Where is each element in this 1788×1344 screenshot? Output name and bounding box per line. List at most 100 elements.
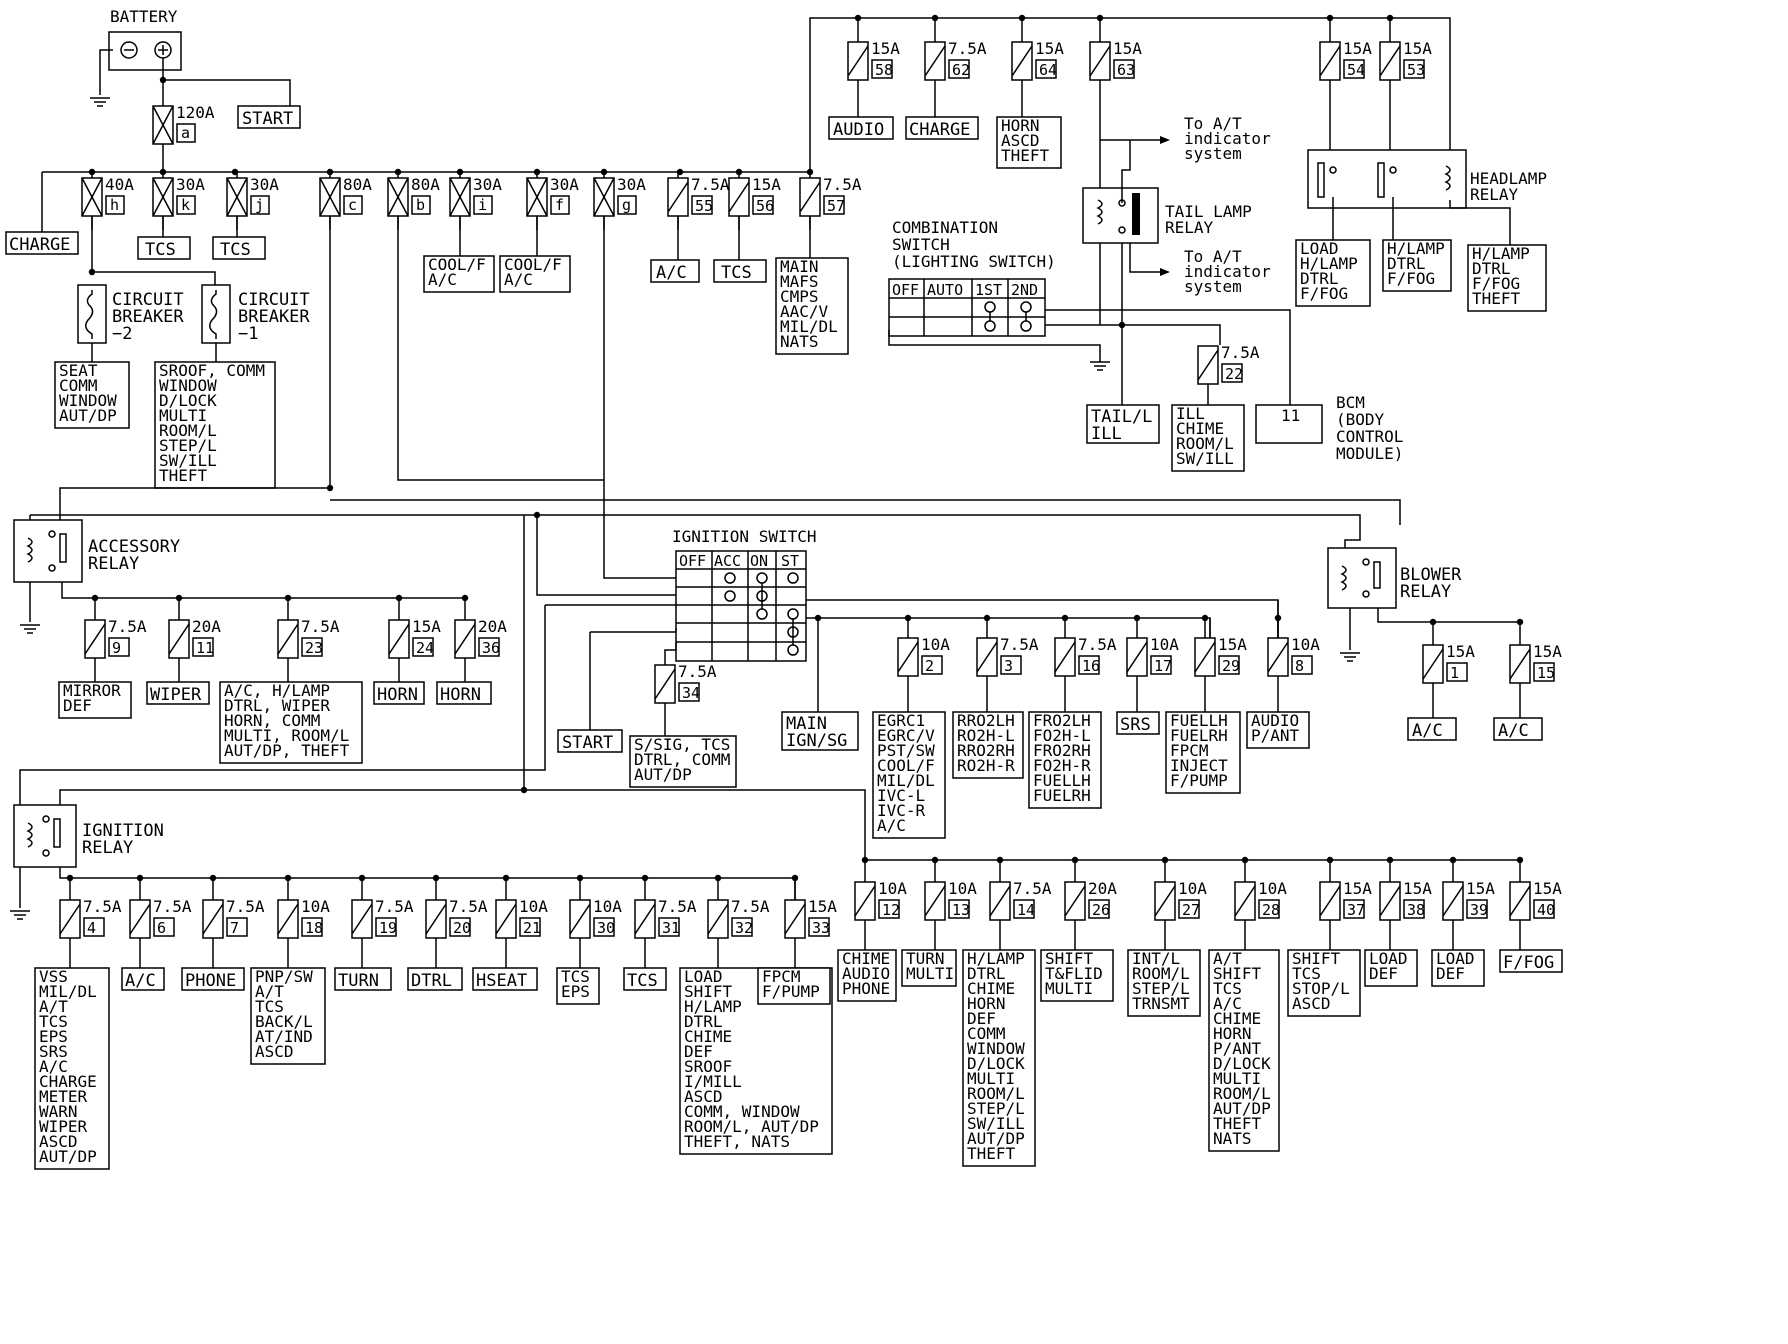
load-label: DTRL xyxy=(684,1012,723,1031)
label: WIPER xyxy=(150,685,202,705)
to-at-label: indicator xyxy=(1184,262,1271,281)
fuse-number: 39 xyxy=(1470,901,1488,919)
to-at-label: indicator xyxy=(1184,129,1271,148)
load-label: CHIME xyxy=(1176,419,1224,438)
load-label: FUELLH xyxy=(1033,771,1091,790)
load-label: FO2H-L xyxy=(1033,726,1091,745)
fuse-letter: g xyxy=(622,196,631,214)
load-label: COMM, WINDOW xyxy=(684,1102,800,1121)
headlamp-relay-label: HEADLAMP xyxy=(1470,169,1547,188)
ground-icon xyxy=(20,624,40,634)
load-label: FPCM xyxy=(1170,741,1209,760)
accessory-relay-label: ACCESSORY xyxy=(88,537,180,557)
load-label: MAFS xyxy=(780,272,819,291)
load-label: DTRL xyxy=(967,964,1006,983)
combination-switch-label: (LIGHTING SWITCH) xyxy=(892,252,1056,271)
load-label: IVC-R xyxy=(877,801,926,820)
tail-lamp-relay-label: RELAY xyxy=(1165,218,1214,237)
load-box xyxy=(54,361,130,429)
load-label: FRO2LH xyxy=(1033,711,1091,730)
fuse-number: 57 xyxy=(827,197,845,215)
load-label: A/C xyxy=(39,1057,68,1076)
fuse-rating: 10A xyxy=(593,897,622,916)
load-label: S/SIG, TCS xyxy=(634,735,730,754)
fuse-rating: 7.5A xyxy=(108,617,147,636)
load-label: F/FOG xyxy=(1387,269,1435,288)
label: TCS xyxy=(721,263,752,283)
load-box xyxy=(1127,949,1201,1017)
load-label: DEF xyxy=(684,1042,713,1061)
fuse-number: 38 xyxy=(1407,901,1425,919)
load-box xyxy=(34,967,110,1170)
load-label: EPS xyxy=(39,1027,68,1046)
breaker-label: −1 xyxy=(238,324,258,344)
load-label: ROOM/L, AUT/DP xyxy=(684,1117,819,1136)
load-box xyxy=(1208,949,1280,1152)
load-label: SROOF xyxy=(684,1057,732,1076)
label: DTRL xyxy=(411,971,452,991)
load-label: D/LOCK xyxy=(159,391,217,410)
load-label: ROOM/L xyxy=(1213,1084,1271,1103)
load-label: IVC-L xyxy=(877,786,925,805)
load-label: TAIL/L xyxy=(1091,407,1152,427)
load-label: AT/IND xyxy=(255,1027,313,1046)
load-label: D/LOCK xyxy=(967,1054,1025,1073)
fuse: 7.5A3 xyxy=(976,635,1039,677)
load-label: FUELRH xyxy=(1033,786,1091,805)
load-box xyxy=(996,116,1062,169)
junction-dot xyxy=(814,614,822,622)
accessory-relay-section: ACCESSORYRELAY7.5A920A117.5A2315A2420A36… xyxy=(13,216,1401,764)
load-box xyxy=(1295,239,1371,307)
load-label: A/T xyxy=(39,997,68,1016)
combination-switch-label: COMBINATION xyxy=(892,218,998,237)
load-box xyxy=(1040,949,1114,1002)
label: ACC xyxy=(714,552,741,570)
label: ON xyxy=(750,552,768,570)
to-at-label: system xyxy=(1184,144,1242,163)
load-label: TCS xyxy=(39,1012,68,1031)
load-label: STEP/L xyxy=(1132,979,1190,998)
fuse-rating: 7.5A xyxy=(375,897,414,916)
fuse-number: 56 xyxy=(756,197,774,215)
blower-relay-label: BLOWER xyxy=(1400,565,1462,585)
load-label: TCS xyxy=(561,967,590,986)
load-label: PHONE xyxy=(842,979,890,998)
ignition-relay-label: RELAY xyxy=(82,838,133,858)
breaker-label: BREAKER xyxy=(238,307,310,327)
fuse-rating: 40A xyxy=(105,175,134,194)
accessory-relay-icon xyxy=(13,519,83,583)
fuse-rating: 30A xyxy=(473,175,502,194)
start-label: START xyxy=(242,109,293,129)
load-label: RRO2LH xyxy=(957,711,1015,730)
load-box xyxy=(1364,949,1418,987)
ignition-relay-icon xyxy=(13,804,77,868)
fuse-number: 54 xyxy=(1347,61,1365,79)
fuse-rating: 7.5A xyxy=(1013,879,1052,898)
load-box xyxy=(423,255,495,293)
tail-lamp-relay-label: TAIL LAMP xyxy=(1165,202,1252,221)
fuse-number: 13 xyxy=(952,901,970,919)
fuse-number: 16 xyxy=(1082,657,1100,675)
load-box xyxy=(1165,711,1241,794)
load-label: SHIFT xyxy=(684,982,733,1001)
fuse-rating: 7.5A xyxy=(153,897,192,916)
fuse-rating: 20A xyxy=(1088,879,1117,898)
load-label: STEP/L xyxy=(159,436,217,455)
load-label: CMPS xyxy=(780,287,819,306)
load-label: ASCD xyxy=(39,1132,78,1151)
fuse-number: 11 xyxy=(196,639,214,657)
bcm-label: BCM xyxy=(1336,393,1365,412)
load-box xyxy=(1382,239,1452,292)
